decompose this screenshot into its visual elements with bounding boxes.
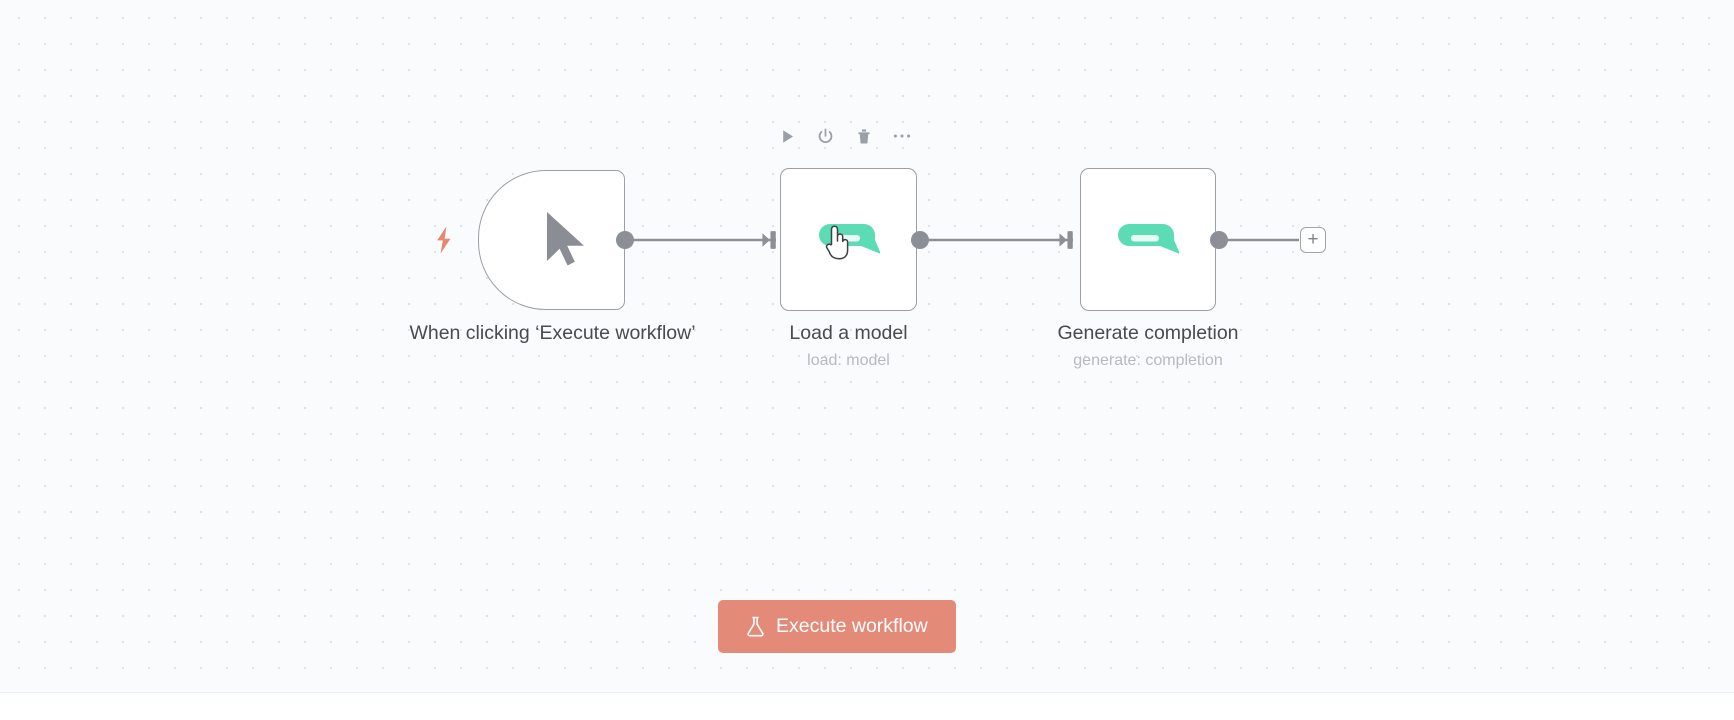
input-endpoint-generate-completion[interactable] bbox=[1059, 229, 1075, 251]
mouse-pointer-icon bbox=[541, 209, 591, 271]
connections-layer bbox=[625, 238, 1299, 242]
input-endpoint-load-model[interactable] bbox=[762, 229, 778, 251]
delete-button[interactable] bbox=[854, 127, 873, 146]
node-subtitle-load-model: load: model bbox=[807, 352, 890, 369]
flask-icon bbox=[746, 616, 765, 637]
node-caption-generate-completion: Generate completion generate: completion bbox=[1005, 318, 1291, 372]
more-options-button[interactable] bbox=[892, 127, 911, 146]
plus-icon: + bbox=[1307, 228, 1319, 250]
node-generate-completion[interactable] bbox=[1080, 168, 1216, 311]
output-endpoint-load-model[interactable] bbox=[911, 231, 929, 249]
execute-step-button[interactable] bbox=[778, 127, 797, 146]
execute-workflow-label: Execute workflow bbox=[776, 615, 928, 637]
node-when-clicking-execute-workflow[interactable] bbox=[478, 170, 625, 310]
node-action-toolbar[interactable] bbox=[778, 125, 911, 147]
execute-workflow-button[interactable]: Execute workflow bbox=[718, 600, 956, 653]
bottom-panel bbox=[0, 693, 1734, 720]
chat-bubble-icon bbox=[818, 219, 880, 261]
deactivate-button[interactable] bbox=[816, 127, 835, 146]
node-caption-trigger: When clicking ‘Execute workflow’ bbox=[380, 318, 725, 349]
node-title-generate-completion: Generate completion bbox=[1057, 322, 1239, 344]
node-title-trigger: When clicking ‘Execute workflow’ bbox=[409, 322, 696, 344]
node-load-a-model[interactable] bbox=[780, 168, 917, 311]
node-subtitle-generate-completion: generate: completion bbox=[1073, 352, 1223, 369]
workflow-canvas[interactable]: When clicking ‘Execute workflow’ L bbox=[0, 0, 1734, 693]
node-caption-load-model: Load a model load: model bbox=[706, 318, 991, 372]
output-endpoint-trigger[interactable] bbox=[616, 231, 634, 249]
lightning-bolt-icon bbox=[433, 225, 455, 260]
add-node-button[interactable]: + bbox=[1300, 227, 1326, 253]
chat-bubble-icon bbox=[1117, 219, 1179, 261]
node-title-load-model: Load a model bbox=[789, 322, 908, 344]
output-endpoint-generate-completion[interactable] bbox=[1210, 231, 1228, 249]
